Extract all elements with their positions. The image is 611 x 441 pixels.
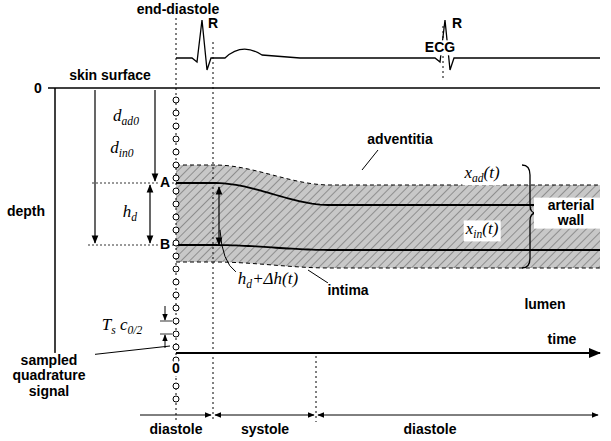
- sample-point: [173, 201, 179, 207]
- sample-point: [173, 227, 179, 233]
- layer-name: adventitia: [365, 132, 434, 147]
- dimension: din0: [108, 139, 135, 160]
- dimension: hd+Δh(t): [236, 270, 300, 291]
- sample-point: [173, 123, 179, 129]
- sample-point: [173, 214, 179, 220]
- phase-label: systole: [239, 422, 291, 437]
- dad0-arrow: [154, 90, 155, 181]
- intima-leader: [308, 270, 328, 283]
- signal-name: sampled quadrature signal: [3, 353, 95, 399]
- intima-boundary: [176, 262, 600, 268]
- sample-point: [173, 188, 179, 194]
- ecg-trace: [176, 20, 600, 70]
- sample-point: [173, 175, 179, 181]
- wave-label: R: [206, 16, 220, 31]
- position-label: xad(t): [462, 164, 501, 185]
- spacing-arrow: [165, 306, 166, 320]
- wave-label: R: [450, 16, 464, 31]
- sample-point: [173, 253, 179, 259]
- sample-point: [173, 97, 179, 103]
- axis-origin: 0: [32, 81, 44, 96]
- sample-point: [173, 331, 179, 337]
- phase-arrows: [140, 415, 598, 416]
- sample-point: [173, 396, 179, 402]
- axis-title: time: [546, 332, 579, 347]
- axis-origin: 0: [170, 361, 182, 376]
- point-label: B: [158, 237, 172, 252]
- adventitia-boundary: [176, 165, 600, 185]
- phase-label: diastole: [402, 422, 459, 437]
- adventitia-leader: [362, 150, 378, 170]
- layer-name: skin surface: [67, 68, 153, 83]
- sample-point: [173, 266, 179, 272]
- sample-point: [173, 162, 179, 168]
- thickness-leader: [220, 230, 236, 272]
- sample-point: [173, 149, 179, 155]
- signal-name: ECG: [423, 40, 457, 55]
- din0-arrow: [94, 90, 95, 243]
- dimension: hd: [121, 203, 139, 224]
- dimension: dad0: [111, 107, 141, 128]
- spacing-tick: [160, 321, 172, 322]
- spacing-tick: [160, 334, 172, 335]
- time-axis: [176, 352, 600, 354]
- depth-axis: [54, 88, 56, 395]
- sample-point: [173, 110, 179, 116]
- sample-points: [173, 97, 179, 402]
- phase-label: diastole: [148, 422, 205, 437]
- sample-point: [173, 136, 179, 142]
- sample-point: [173, 279, 179, 285]
- sample-point: [173, 240, 179, 246]
- time-markers: [176, 18, 443, 422]
- sample-point: [173, 383, 179, 389]
- position-label: xin(t): [464, 220, 501, 241]
- layer-name: intima: [325, 283, 370, 298]
- xin-line: [176, 245, 600, 250]
- point-label: A: [158, 175, 172, 190]
- thickness-arrow: [218, 187, 219, 245]
- sample-point: [173, 344, 179, 350]
- hd-arrow: [149, 185, 150, 243]
- part-name: arterial wall: [534, 198, 608, 229]
- sample-point: [173, 292, 179, 298]
- sample-point: [173, 318, 179, 324]
- skin-line: [48, 87, 600, 89]
- sample-point: [173, 305, 179, 311]
- dimension: Ts c0/2: [100, 316, 145, 337]
- axis-title: depth: [5, 204, 47, 219]
- region-name: lumen: [522, 297, 567, 312]
